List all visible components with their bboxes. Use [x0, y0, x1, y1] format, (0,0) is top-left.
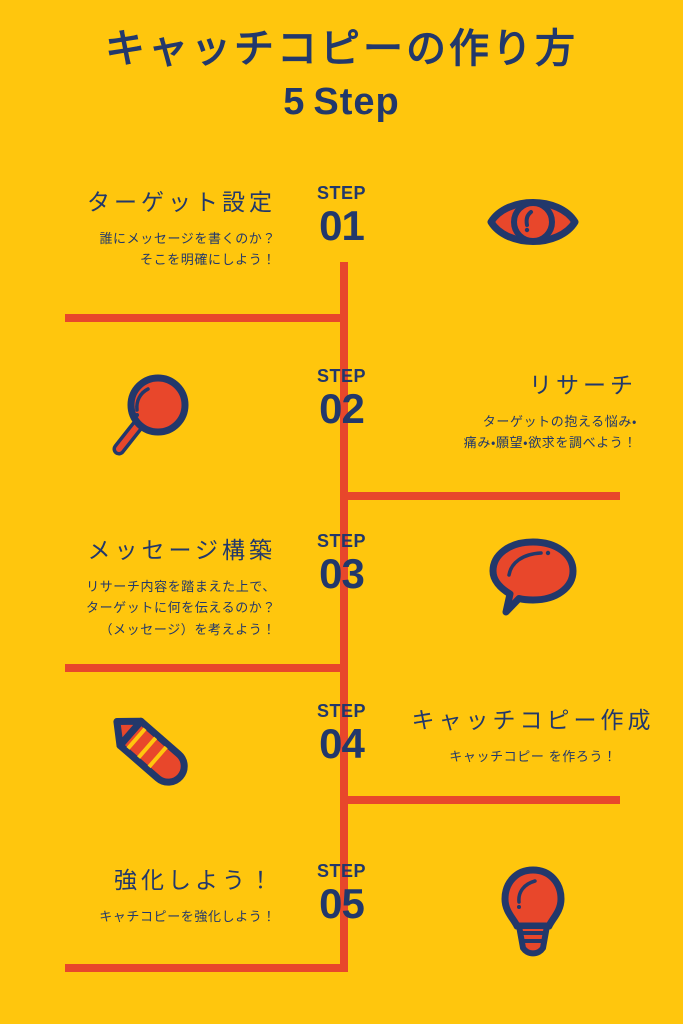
connector-branch-left-3 — [65, 664, 348, 672]
step-05-description: キャチコピーを強化しよう！ — [99, 908, 276, 924]
step-05-label: STEP — [316, 861, 366, 881]
step-03-heading: メッセージ構築 — [87, 537, 276, 563]
step-05-marker: STEP 05 — [300, 860, 383, 926]
step-02-heading: リサーチ — [529, 372, 637, 398]
page-title: キャッチコピーの作り方 — [105, 27, 578, 71]
step-01-description: 誰にメッセージを書くのか？ そこを明確にしよう！ — [99, 230, 276, 268]
step-03-marker: STEP 03 — [300, 530, 383, 596]
step-04-heading: キャッチコピー作成 — [411, 707, 655, 733]
step-02-text: リサーチ ターゲットの抱える悩み・ 痛み・願望・欲求を調べよう！ — [383, 365, 683, 454]
step-04-number: 04 — [319, 720, 365, 767]
lightbulb-icon — [501, 866, 565, 957]
step-02-icon-cell — [0, 365, 300, 465]
pencil-icon — [113, 717, 188, 786]
step-row-04: STEP 04 キャッチコピー作成 キャッチコピー を作ろう！ — [0, 700, 683, 830]
step-row-03: メッセージ構築 リサーチ内容を踏まえた上で、 ターゲットに何を伝えるのか？ （メ… — [0, 530, 683, 660]
step-02-description: ターゲットの抱える悩み・ 痛み・願望・欲求を調べよう！ — [463, 413, 637, 451]
eye-icon — [487, 199, 579, 245]
step-04-description: キャッチコピー を作ろう！ — [449, 748, 617, 764]
step-01-heading: ターゲット設定 — [87, 189, 276, 215]
step-row-01: ターゲット設定 誰にメッセージを書くのか？ そこを明確にしよう！ STEP 01 — [0, 182, 683, 312]
magnifier-icon — [112, 374, 189, 456]
speech-bubble-icon — [489, 538, 577, 616]
step-01-text: ターゲット設定 誰にメッセージを書くのか？ そこを明確にしよう！ — [0, 182, 300, 271]
step-row-05: 強化しよう！ キャチコピーを強化しよう！ STEP 05 — [0, 860, 683, 990]
step-05-heading: 強化しよう！ — [114, 867, 276, 893]
step-04-marker: STEP 04 — [300, 700, 383, 766]
step-05-icon-cell — [383, 860, 683, 958]
step-04-label: STEP — [316, 701, 366, 721]
step-02-label: STEP — [316, 366, 366, 386]
step-05-text: 強化しよう！ キャチコピーを強化しよう！ — [0, 860, 300, 927]
step-row-02: STEP 02 リサーチ ターゲットの抱える悩み・ 痛み・願望・欲求を調べよう！ — [0, 365, 683, 495]
step-03-text: メッセージ構築 リサーチ内容を踏まえた上で、 ターゲットに何を伝えるのか？ （メ… — [0, 530, 300, 640]
step-03-label: STEP — [316, 531, 366, 551]
step-04-text: キャッチコピー作成 キャッチコピー を作ろう！ — [383, 700, 683, 767]
step-05-number: 05 — [319, 880, 365, 927]
step-03-description: リサーチ内容を踏まえた上で、 ターゲットに何を伝えるのか？ （メッセージ）を考え… — [85, 578, 276, 637]
step-01-icon-cell — [383, 182, 683, 258]
step-03-icon-cell — [383, 530, 683, 620]
step-01-marker: STEP 01 — [300, 182, 383, 248]
subtitle-number: 5 — [283, 81, 306, 123]
step-01-number: 01 — [319, 202, 365, 249]
connector-branch-left-1 — [65, 314, 348, 322]
step-01-label: STEP — [316, 183, 366, 203]
step-02-marker: STEP 02 — [300, 365, 383, 431]
step-02-number: 02 — [319, 385, 365, 432]
subtitle-word: Step — [313, 81, 400, 123]
step-04-icon-cell — [0, 700, 300, 794]
step-03-number: 03 — [319, 550, 365, 597]
